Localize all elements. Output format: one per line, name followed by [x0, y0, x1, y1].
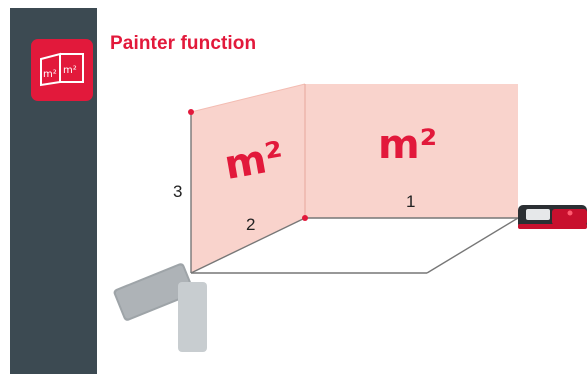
hand-arm: [178, 282, 207, 352]
icon-glyph-right: m²: [63, 65, 77, 76]
measure-point-top: [188, 109, 194, 115]
sidebar: m² m²: [10, 8, 97, 374]
page-title: Painter function: [110, 33, 257, 54]
left-margin: [0, 0, 10, 374]
left-wall: [191, 84, 305, 273]
painter-function-icon[interactable]: m² m²: [31, 39, 93, 101]
icon-glyph-left: m²: [43, 69, 57, 80]
dimension-label-2: 2: [246, 215, 256, 234]
laser-meter-device: [518, 205, 587, 229]
right-wall: [305, 84, 518, 218]
dimension-label-3: 3: [173, 182, 183, 201]
right-wall-area-label: m²: [378, 122, 438, 168]
dimension-label-1: 1: [406, 192, 416, 211]
left-wall-top-edge: [190, 83, 306, 113]
measure-point-corner: [302, 215, 308, 221]
floor-edge-right: [426, 217, 519, 274]
floor-edge-left: [190, 217, 306, 274]
hand-device: [113, 263, 195, 321]
